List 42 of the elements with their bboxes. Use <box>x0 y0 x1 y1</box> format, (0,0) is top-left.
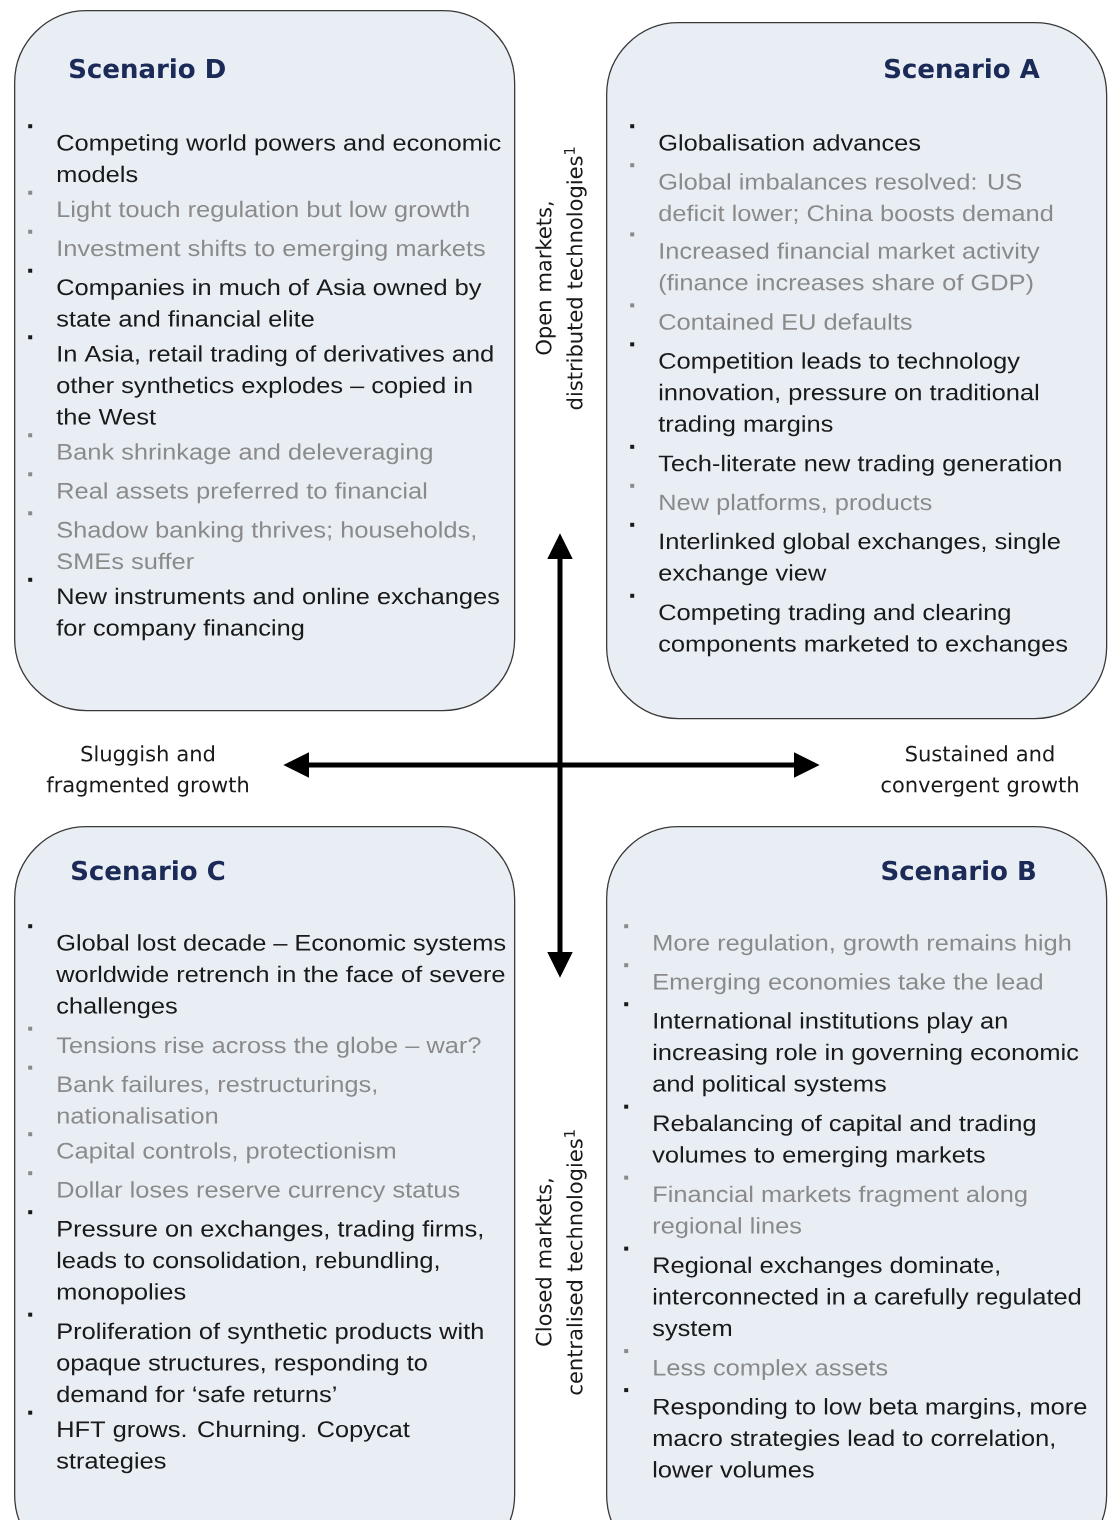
axis-label: Open markets, distributed technologies$^{1}$ <box>535 147 587 410</box>
bullet-item: Responding to low beta margins, more macro strategies lead to correlation, lower volumes <box>624 1388 1087 1478</box>
bullet-item: Rebalancing of capital and trading volumes to emerging markets <box>624 1104 1035 1168</box>
bullet-item: Light touch regulation but low growth <box>28 190 469 222</box>
bullet-item: Regional exchanges dominate, interconnected in a carefully regulated system <box>624 1246 1081 1341</box>
bullet-item: Companies in much of Asia owned by state and financial elite <box>28 268 482 327</box>
bullet-item: In Asia, retail trading of derivatives and other synthetics explodes – copied in the West <box>28 335 493 425</box>
axis-label: Sluggish and fragmented growth <box>46 745 248 797</box>
bullet-item: Proliferation of synthetic products with opaque structures, responding to demand for ‘safe returns’ <box>28 1312 483 1403</box>
bullet-item: Tech-literate new trading generation <box>630 444 1061 476</box>
bullet-item: New platforms, products <box>630 483 932 515</box>
bullet-item: Globalisation advances <box>630 124 921 151</box>
axis-label: Closed markets, centralised technologies$^{1}$ <box>535 1130 587 1395</box>
bullet-item: Competing world powers and economic models <box>28 124 501 183</box>
bullet-item: Financial markets fragment along regional lines <box>624 1175 1027 1239</box>
bullet-item: Global imbalances resolved: US deficit lower; China boosts demand <box>630 163 1053 224</box>
bullet-item: Investment shifts to emerging markets <box>28 229 485 261</box>
scenario-heading: Scenario C <box>72 860 225 881</box>
scenario-heading: Scenario B <box>882 860 1035 881</box>
bullet-item: Contained EU defaults <box>630 303 912 330</box>
bullet-item: HFT grows. Churning. Copycat strategies <box>28 1410 410 1474</box>
bullet-item: Emerging economies take the lead <box>624 963 1042 995</box>
scenario-heading: Scenario A <box>885 58 1040 79</box>
bullet-item: Pressure on exchanges, trading firms, leads to consolidation, rebundling, monopolies <box>28 1210 483 1305</box>
bullet-item: Interlinked global exchanges, single exchange view <box>630 522 1060 586</box>
bullet-item: Competing trading and clearing components marketed to exchanges <box>630 593 1068 657</box>
bullet-item: Dollar loses reserve currency status <box>28 1171 460 1203</box>
bullet-item: Tensions rise across the globe – war? <box>28 1026 481 1058</box>
bullet-item: Global lost decade – Economic systems worldwide retrench in the face of severe challenges <box>28 924 506 1019</box>
bullet-item: Real assets preferred to financial <box>28 472 427 504</box>
bullet-item: New instruments and online exchanges for company financing <box>28 577 499 641</box>
bullet-item: Shadow banking thrives; households, SMEs suffer <box>28 511 475 570</box>
bullet-item: Bank shrinkage and deleveraging <box>28 433 432 465</box>
bullet-item: More regulation, growth remains high <box>624 924 1071 956</box>
scenario-heading: Scenario D <box>70 58 225 79</box>
bullet-item: Capital controls, protectionism <box>28 1132 395 1164</box>
bullet-item: Increased financial market activity (finance increases share of GDP) <box>630 232 1040 295</box>
axis-label: Sustained and convergent growth <box>881 745 1078 797</box>
bullet-item: Less complex assets <box>624 1349 888 1381</box>
bullet-item: Bank failures, restructurings, nationalisation <box>28 1065 377 1124</box>
bullet-item: International institutions play an increasing role in governing economic and political systems <box>624 1002 1079 1097</box>
bullet-item: Competition leads to technology innovation, pressure on traditional trading margins <box>630 342 1039 437</box>
